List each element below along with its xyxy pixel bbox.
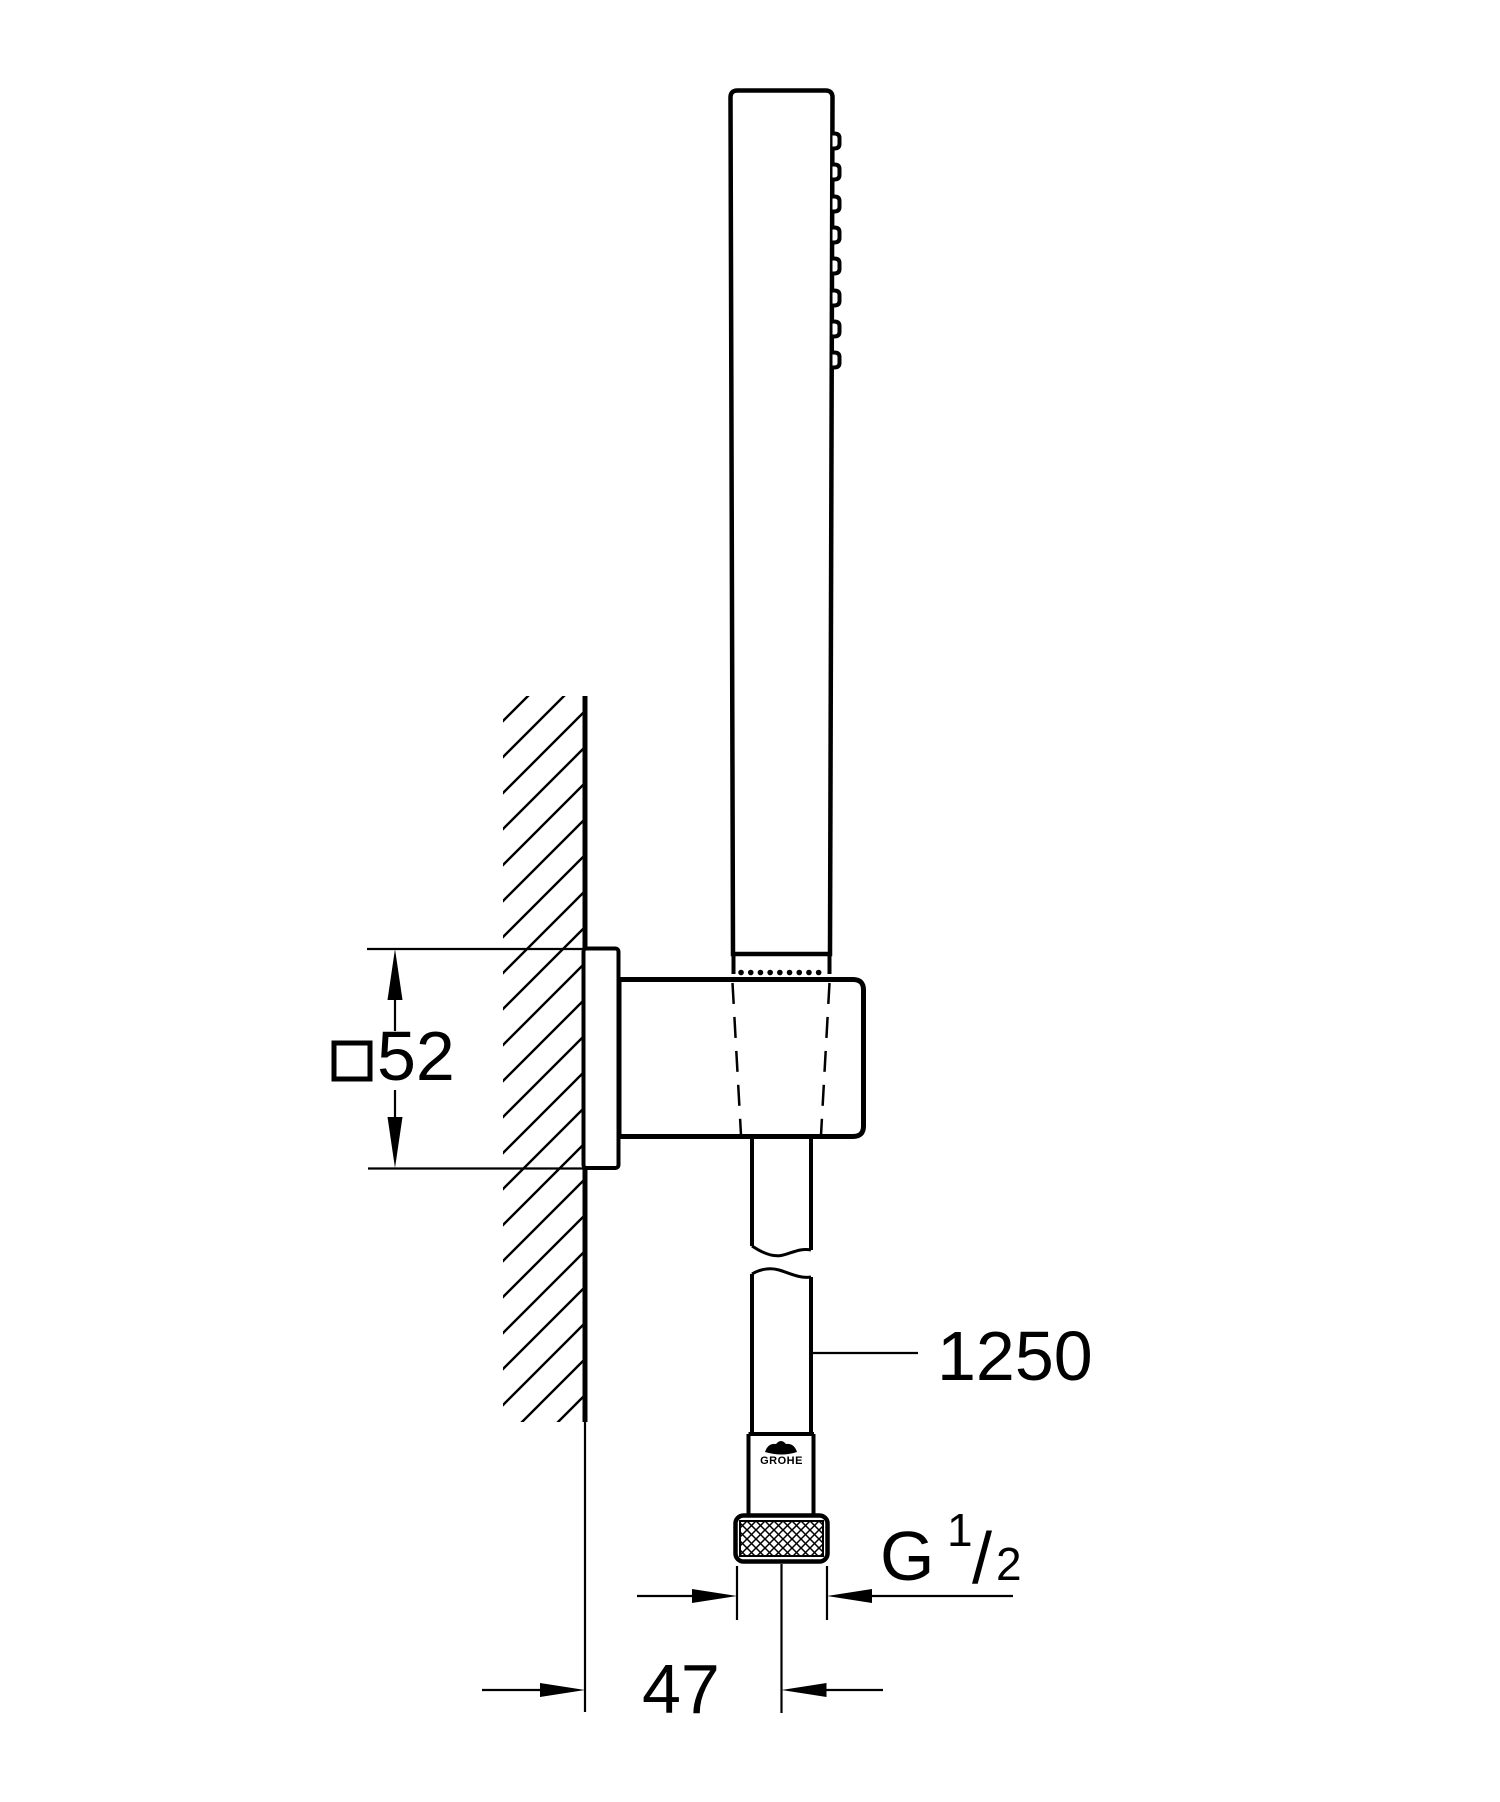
wall-offset-value: 47 bbox=[642, 1650, 720, 1728]
arrowhead-right bbox=[692, 1589, 737, 1603]
nozzle-bump bbox=[832, 162, 842, 182]
hidden-cone-right-line bbox=[819, 982, 831, 1136]
thread-slash: / bbox=[972, 1519, 992, 1599]
grohe-logo-text: GROHE bbox=[760, 1455, 803, 1467]
nozzle-bump bbox=[832, 131, 842, 151]
arrowhead-up bbox=[387, 949, 403, 1000]
connection-nut-knurling bbox=[739, 1520, 824, 1557]
hidden-cone-left-line bbox=[731, 982, 743, 1136]
nozzle-bump bbox=[832, 319, 842, 339]
arrowhead-left bbox=[827, 1589, 872, 1603]
hose-lower-segment bbox=[750, 1274, 813, 1434]
arrowhead-left bbox=[781, 1683, 827, 1697]
wall-hatching bbox=[503, 696, 585, 1422]
square-symbol bbox=[331, 1040, 373, 1082]
plate-size-value: 52 bbox=[377, 1017, 455, 1095]
grohe-laurel-mark bbox=[765, 1441, 797, 1455]
arrowhead-right bbox=[540, 1683, 585, 1697]
hand-shower-collar bbox=[731, 954, 832, 974]
thread-denominator: 2 bbox=[996, 1538, 1022, 1590]
dimension-plate-size: 52 bbox=[331, 947, 583, 1170]
hand-shower-body bbox=[728, 88, 835, 957]
arrowhead-down bbox=[387, 1117, 403, 1168]
nozzle-bump bbox=[832, 256, 842, 276]
thread-letter: G bbox=[880, 1517, 934, 1595]
hose-break-upper-wave bbox=[751, 1244, 812, 1258]
shower-hose: GROHE bbox=[733, 1137, 830, 1564]
grohe-logo-icon: GROHE bbox=[760, 1441, 803, 1467]
shower-holder bbox=[616, 977, 866, 1139]
spray-nozzles bbox=[832, 131, 842, 370]
hose-fitting-body bbox=[746, 1434, 816, 1514]
dimension-wall-offset: 47 bbox=[482, 1564, 883, 1728]
nozzle-bump bbox=[832, 288, 842, 308]
hose-length-value: 1250 bbox=[937, 1317, 1093, 1395]
nozzle-bump bbox=[832, 225, 842, 245]
hose-break-lower-wave bbox=[751, 1267, 812, 1279]
nozzle-bump bbox=[832, 350, 842, 370]
thread-numerator: 1 bbox=[947, 1504, 973, 1556]
hand-shower bbox=[728, 88, 842, 976]
holder-outline bbox=[616, 977, 866, 1139]
dimension-hose-length: 1250 bbox=[812, 1317, 1093, 1395]
nozzle-bump bbox=[832, 194, 842, 214]
hose-upper-segment bbox=[750, 1137, 813, 1250]
wall-plate bbox=[581, 946, 621, 1170]
thread-extension-lines bbox=[735, 1566, 829, 1620]
dimension-thread-size: G 1 / 2 bbox=[637, 1504, 1022, 1620]
wall-section bbox=[503, 696, 588, 1712]
